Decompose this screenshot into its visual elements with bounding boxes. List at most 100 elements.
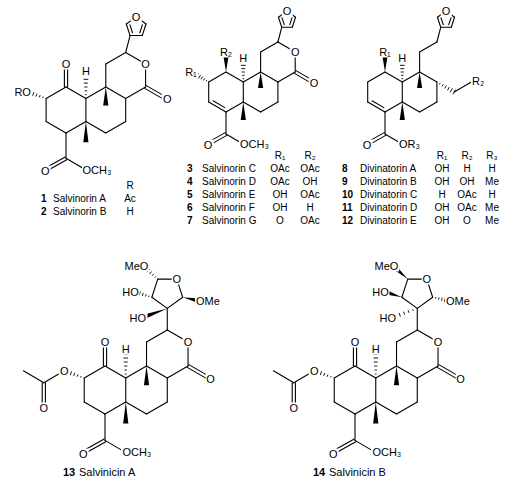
bond-line bbox=[84, 402, 105, 414]
bond-line bbox=[261, 102, 278, 112]
table-cell: OH bbox=[434, 164, 451, 174]
table-cell: OH bbox=[272, 190, 289, 200]
bond-line bbox=[140, 25, 143, 33]
hash-bond bbox=[150, 272, 152, 274]
wedge-bond bbox=[417, 72, 422, 88]
bond-line bbox=[397, 402, 418, 414]
hash-bond bbox=[241, 68, 245, 69]
bond-line bbox=[354, 414, 355, 440]
bond-line bbox=[167, 366, 188, 378]
bond-line bbox=[46, 99, 47, 122]
hash-bond bbox=[80, 376, 82, 378]
table-cell: H bbox=[305, 203, 314, 213]
table-cell: H bbox=[125, 207, 134, 217]
atom-label: HO bbox=[121, 286, 140, 297]
atom-label: O bbox=[290, 47, 301, 58]
bond-line bbox=[167, 308, 168, 330]
atom-label: O bbox=[140, 59, 151, 70]
bond-line bbox=[67, 67, 68, 87]
hash-bond bbox=[124, 362, 128, 363]
bond-line bbox=[355, 366, 376, 378]
atom-label: O bbox=[205, 373, 216, 384]
bond-line bbox=[397, 330, 418, 342]
bond-line bbox=[451, 17, 454, 27]
bond-line bbox=[152, 297, 167, 308]
bond-line bbox=[147, 330, 168, 342]
hash-bond bbox=[199, 75, 201, 78]
atom-label: O bbox=[350, 337, 361, 348]
bond-line bbox=[23, 371, 43, 383]
bond-line bbox=[64, 67, 65, 87]
atom-label: H bbox=[81, 65, 91, 76]
bond-line bbox=[278, 27, 282, 42]
bond-line bbox=[84, 366, 105, 378]
bond-line bbox=[277, 82, 278, 102]
wedge-bond bbox=[400, 102, 405, 120]
bond-line bbox=[209, 72, 226, 82]
bond-line bbox=[142, 24, 146, 36]
compound-number: 1 bbox=[40, 194, 48, 204]
bond-line bbox=[126, 24, 130, 36]
bond-line bbox=[385, 72, 402, 82]
hash-bond bbox=[330, 376, 332, 378]
bond-line bbox=[125, 378, 126, 402]
bond-line bbox=[126, 366, 147, 378]
wedge-bond bbox=[382, 56, 387, 72]
hash-bond bbox=[243, 78, 245, 79]
compound-name: Salvinorin E bbox=[201, 190, 256, 200]
table-cell: OH bbox=[302, 177, 319, 187]
bond-line bbox=[86, 87, 106, 99]
hash-bond bbox=[85, 94, 87, 95]
hash-bond bbox=[74, 373, 75, 376]
bond-line bbox=[126, 87, 146, 99]
atom-label: H bbox=[371, 344, 381, 355]
wedge-bond bbox=[258, 72, 263, 88]
table-cell: OAc bbox=[269, 177, 290, 187]
bond-line bbox=[441, 18, 443, 25]
atom-label: O bbox=[289, 403, 300, 414]
compound-name: Salvinorin B bbox=[52, 207, 107, 217]
hash-bond bbox=[201, 77, 203, 80]
atom-label: OCH₃ bbox=[82, 164, 113, 175]
table-cell: OAc bbox=[299, 190, 320, 200]
hash-bond bbox=[85, 90, 87, 91]
compound-number: 13 bbox=[62, 467, 76, 478]
bond-line bbox=[385, 102, 402, 112]
atom-label: R₁ bbox=[378, 47, 392, 58]
atom-label: HO bbox=[129, 313, 148, 324]
wedge-bond bbox=[144, 366, 149, 385]
bond-line bbox=[261, 42, 278, 52]
atom-label: O bbox=[203, 140, 214, 151]
table-cell: OH bbox=[434, 203, 451, 213]
hash-bond bbox=[401, 72, 404, 73]
atom-label: OCH₃ bbox=[239, 139, 270, 150]
bond-line bbox=[208, 82, 209, 102]
atom-label: H bbox=[121, 344, 131, 355]
hash-bond bbox=[375, 374, 377, 375]
hash-bond bbox=[84, 87, 87, 88]
hash-bond bbox=[42, 97, 44, 99]
bond-line bbox=[384, 112, 385, 134]
bond-line bbox=[106, 87, 126, 99]
compound-number: 11 bbox=[341, 203, 354, 213]
hash-bond bbox=[145, 294, 147, 296]
bond-line bbox=[213, 101, 225, 108]
hash-bond bbox=[125, 374, 127, 375]
hash-bond bbox=[399, 313, 400, 317]
compound-name: Divinatorin C bbox=[359, 190, 418, 200]
bond-line bbox=[147, 366, 168, 378]
hash-bond bbox=[320, 371, 321, 375]
bond-line bbox=[103, 346, 104, 366]
hash-bond bbox=[324, 373, 325, 376]
table-cell: OAc bbox=[456, 190, 477, 200]
hash-bond bbox=[83, 79, 88, 80]
compound-number: 5 bbox=[186, 190, 194, 200]
atom-label: RO bbox=[13, 86, 32, 97]
bond-line bbox=[66, 122, 86, 134]
table-header: R₂ bbox=[460, 151, 473, 161]
compound-number: 2 bbox=[40, 207, 48, 217]
hash-bond bbox=[155, 276, 156, 277]
bond-line bbox=[417, 308, 418, 330]
